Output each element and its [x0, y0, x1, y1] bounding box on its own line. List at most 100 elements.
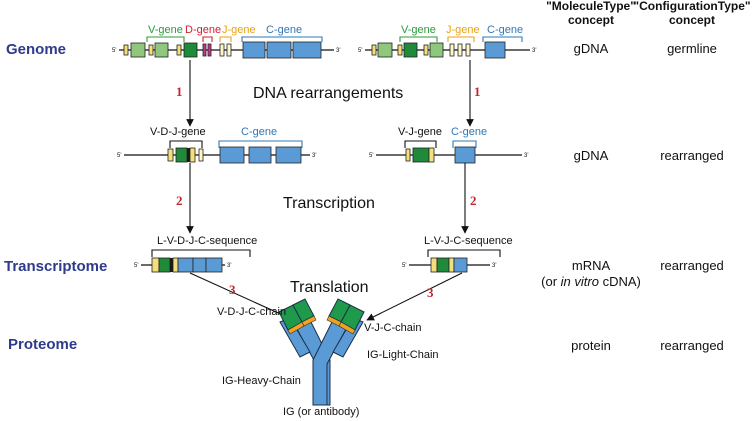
leader-exon	[397, 44, 403, 56]
v-exon-selected	[403, 42, 418, 58]
c-gene-bracket	[482, 36, 523, 42]
five-prime-end: 5'	[112, 48, 116, 54]
step-2-number-light: 2	[470, 193, 477, 208]
d-segment	[207, 43, 212, 57]
vj-gene-bracket	[404, 140, 437, 148]
vdj-gene-bracket	[169, 140, 203, 148]
c-gene-bracket	[452, 140, 477, 148]
v-exon	[377, 42, 393, 58]
c-exon	[275, 146, 302, 164]
v-gene-label: V-gene	[148, 24, 183, 36]
three-prime-end: 3'	[532, 48, 536, 54]
vdj-gene-label: V-D-J-gene	[150, 126, 206, 138]
leader-exon	[167, 148, 174, 162]
five-prime-end: 5'	[402, 263, 406, 269]
v-region	[436, 257, 450, 273]
j-segment	[449, 43, 455, 57]
j-segment	[457, 43, 463, 57]
step-1-number-heavy: 1	[176, 84, 183, 99]
j-region	[448, 257, 455, 273]
five-prime-end: 5'	[358, 48, 362, 54]
j-segment	[465, 43, 471, 57]
molecule-type-header-sub: concept	[568, 13, 614, 27]
c-exon	[454, 146, 476, 164]
j-junction	[428, 147, 435, 163]
three-prime-end: 3'	[524, 153, 528, 159]
c-gene-label: C-gene	[241, 126, 277, 138]
molecule-transcriptome-note: (or in vitro cDNA)	[541, 274, 641, 289]
v-exon-selected	[183, 42, 198, 58]
d-segment	[202, 43, 207, 57]
light-chain-label: IG-Light-Chain	[367, 349, 439, 361]
c-region	[453, 257, 468, 273]
leader-exon	[148, 44, 154, 56]
light-germline-gdna: V-gene J-gene C-gene 5' 3'	[358, 24, 536, 59]
c-exon	[242, 41, 266, 59]
v-exon	[429, 42, 444, 58]
three-prime-end: 3'	[492, 263, 496, 269]
leader-exon	[123, 44, 129, 56]
c-exon	[219, 146, 245, 164]
sequence-bracket	[427, 249, 501, 257]
vjc-chain-label: V-J-C-chain	[364, 322, 421, 334]
leader-region	[151, 257, 160, 273]
configuration-rearranged-dna: rearranged	[660, 148, 724, 163]
j-region	[172, 257, 179, 273]
c-exon	[292, 41, 322, 59]
heavy-mrna: L-V-D-J-C-sequence 5' 3'	[134, 235, 257, 273]
j-junction	[189, 147, 196, 163]
heavy-chain-label: IG-Heavy-Chain	[222, 375, 301, 387]
three-prime-end: 3'	[227, 263, 231, 269]
step-3-number-heavy: 3	[229, 282, 236, 297]
j-segment	[219, 43, 225, 57]
c-gene-bracket	[241, 36, 323, 42]
step-2-number-heavy: 2	[176, 193, 183, 208]
three-prime-end: 3'	[312, 153, 316, 159]
antibody-label: IG (or antibody)	[283, 406, 359, 418]
v-exon	[130, 42, 146, 58]
d-gene-bracket	[202, 36, 213, 42]
step-transcription: Transcription	[283, 195, 375, 212]
light-rearranged-gdna: V-J-gene C-gene 5' 3'	[369, 126, 528, 164]
configuration-transcriptome: rearranged	[660, 258, 724, 273]
step-translation: Translation	[290, 279, 369, 296]
c-exon	[484, 41, 506, 59]
v-exon	[154, 42, 169, 58]
d-region	[170, 258, 173, 272]
c-region	[192, 257, 207, 273]
leader-region	[430, 257, 438, 273]
molecule-transcriptome: mRNA	[572, 258, 611, 273]
molecule-rearranged-dna: gDNA	[574, 148, 609, 163]
configuration-proteome: rearranged	[660, 338, 724, 353]
vj-exon	[412, 147, 430, 163]
vdjc-chain-label: V-D-J-C-chain	[217, 306, 286, 318]
c-gene-bracket	[218, 140, 303, 148]
leader-exon	[405, 148, 411, 162]
leader-exon	[423, 44, 429, 56]
level-proteome: Proteome	[8, 336, 77, 353]
five-prime-end: 5'	[369, 153, 373, 159]
molecule-genome: gDNA	[574, 41, 609, 56]
sequence-bracket	[151, 249, 251, 257]
d-junction	[187, 148, 190, 162]
configuration-type-header: "ConfigurationType"	[633, 0, 750, 13]
d-gene-label: D-gene	[185, 24, 221, 36]
arrow-step-3-light	[366, 272, 463, 321]
light-sequence-label: L-V-J-C-sequence	[424, 235, 513, 247]
v-region	[158, 257, 171, 273]
c-region	[177, 257, 194, 273]
c-gene-label: C-gene	[266, 24, 302, 36]
vj-gene-label: V-J-gene	[398, 126, 442, 138]
heavy-rearranged-gdna: V-D-J-gene C-gene 5' 3'	[117, 126, 316, 164]
molecule-proteome: protein	[571, 338, 611, 353]
level-transcriptome: Transcriptome	[4, 258, 107, 275]
five-prime-end: 5'	[134, 263, 138, 269]
three-prime-end: 3'	[336, 48, 340, 54]
level-genome: Genome	[6, 41, 66, 58]
leader-exon	[371, 44, 377, 56]
c-exon	[266, 41, 292, 59]
j-gene-label: J-gene	[446, 24, 480, 36]
arrow-step-3-heavy	[189, 272, 297, 322]
j-gene-bracket	[219, 36, 232, 42]
